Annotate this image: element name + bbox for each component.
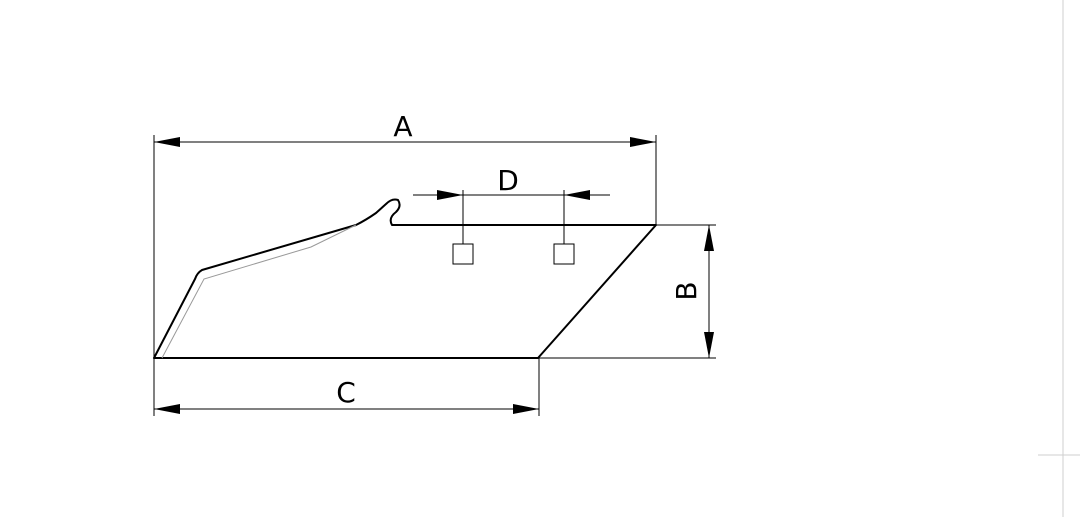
arrowhead [154,404,180,414]
blade-part [153,198,657,359]
dimension-a-label: A [393,110,412,143]
arrowhead [564,190,590,200]
dimension-b-label: B [670,281,703,300]
blade-outline [153,198,657,359]
viewport-frame [1038,0,1080,517]
mounting-hole-right [553,243,575,265]
dimension-c: C [153,358,540,416]
arrowhead [154,137,180,147]
arrowhead [704,225,714,251]
dimension-d: D [413,164,610,244]
arrowhead [704,332,714,358]
dimension-b: B [538,224,716,359]
dimension-d-label: D [497,164,519,197]
mounting-hole-left [452,243,474,265]
arrowhead [513,404,539,414]
arrowhead [630,137,656,147]
dimension-c-label: C [336,376,356,409]
arrowhead [437,190,463,200]
blade-inner-edge [161,224,357,359]
dimension-a: A [153,110,657,358]
